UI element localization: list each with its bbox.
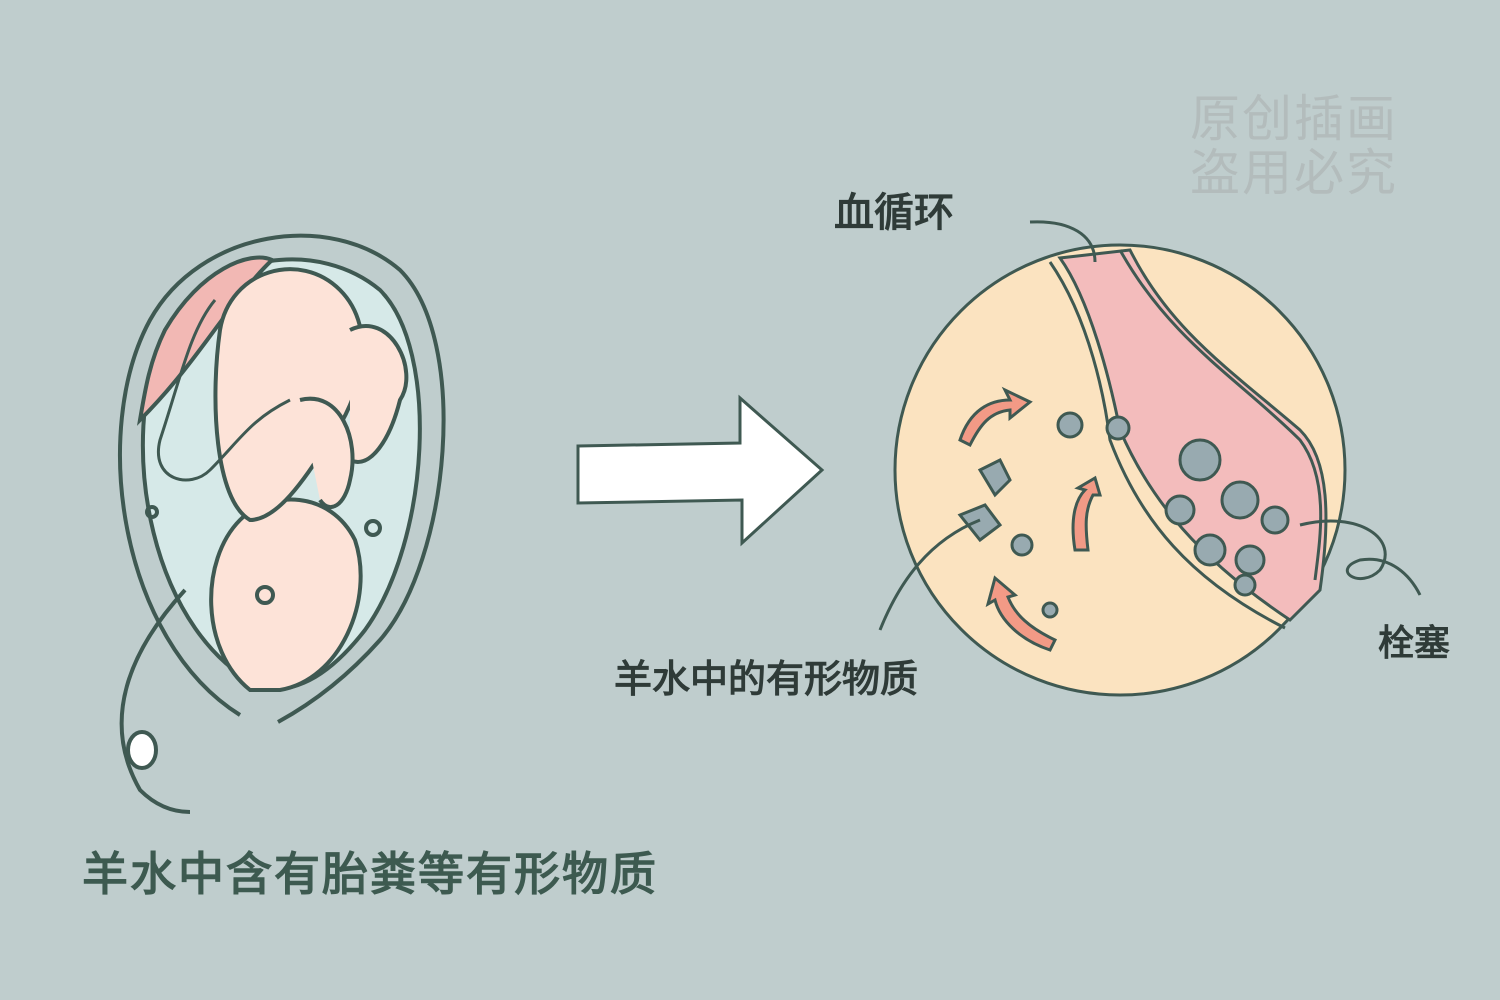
caption: 羊水中含有胎粪等有形物质 [82,847,658,901]
watermark-line-2: 盗用必究 [1190,144,1398,202]
watermark-line-1: 原创插画 [1190,90,1398,148]
uterus-illustration [118,233,446,814]
magnified-vessel-illustration [878,220,1422,697]
label-amniotic-particles: 羊水中的有形物质 [614,657,919,701]
label-embolism: 栓塞 [1378,623,1451,664]
label-blood-circulation: 血循环 [834,190,954,236]
watermark: 原创插画 盗用必究 [1190,92,1398,200]
arrow-right-icon [576,394,825,547]
